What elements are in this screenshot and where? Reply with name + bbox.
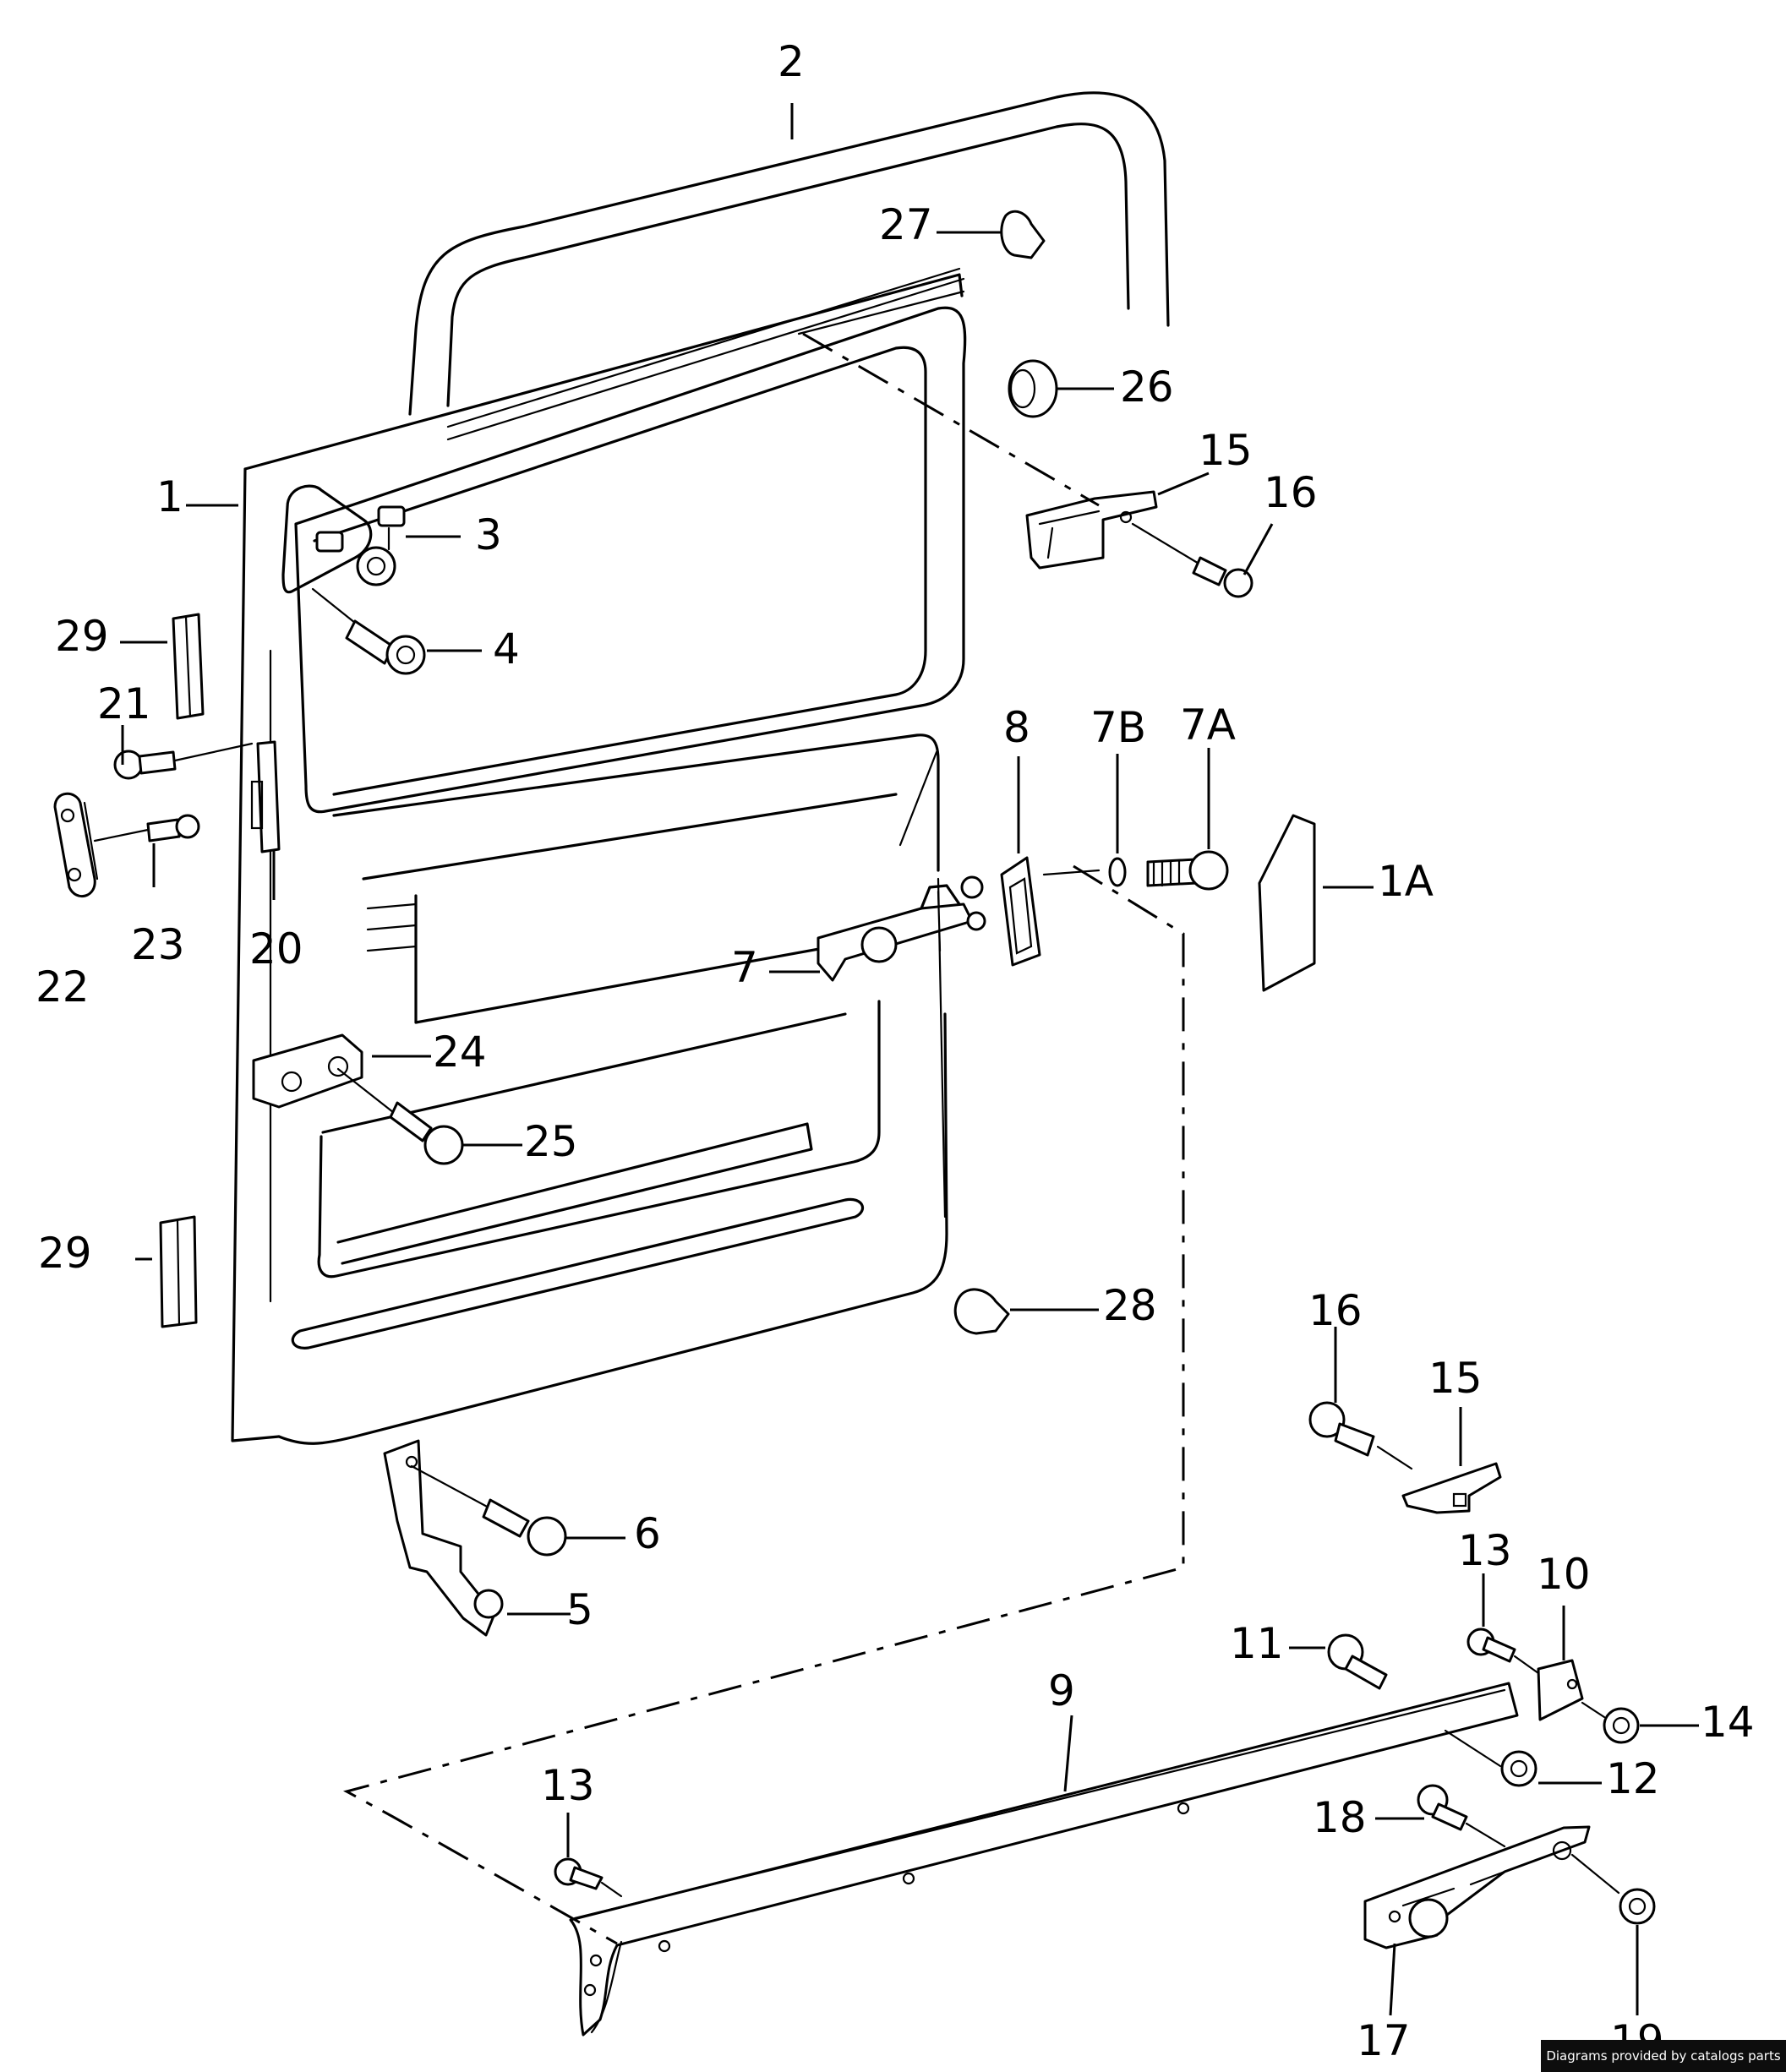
clip-part-28[interactable] (953, 1288, 1010, 1335)
screw-part-4[interactable] (311, 587, 426, 675)
trim-piece-part-29-upper[interactable] (172, 613, 205, 720)
callout-24: 24 (433, 1028, 487, 1077)
bolt-part-7A[interactable] (1146, 850, 1229, 891)
callout-12: 12 (1606, 1754, 1660, 1803)
callout-20: 20 (249, 924, 303, 973)
callout-labels: 1 1A 2 3 4 5 6 7 7A 7B 8 9 10 11 12 13 1… (36, 37, 1755, 2065)
guide-piece-part-15-lower[interactable] (1401, 1462, 1502, 1514)
catch-plate-part-24[interactable] (252, 1033, 363, 1109)
callout-13-upper: 13 (1458, 1526, 1512, 1575)
callout-29-upper: 29 (55, 612, 109, 661)
callout-28: 28 (1103, 1281, 1157, 1330)
cover-part-1A[interactable] (1258, 814, 1316, 992)
callout-1A: 1A (1378, 857, 1434, 906)
washer-part-7B[interactable] (1108, 857, 1127, 887)
nut-part-19[interactable] (1570, 1853, 1656, 1925)
callout-5: 5 (566, 1585, 593, 1634)
latch-part-7[interactable] (817, 875, 986, 982)
bolt-part-11[interactable] (1327, 1633, 1388, 1690)
screw-part-18[interactable] (1417, 1784, 1506, 1848)
callout-2: 2 (778, 37, 805, 86)
bolt-part-13-upper[interactable] (1466, 1628, 1540, 1675)
screw-part-6[interactable] (410, 1464, 567, 1557)
clip-part-27[interactable] (1000, 210, 1046, 259)
callout-25: 25 (524, 1117, 578, 1166)
bolt-part-13-lower[interactable] (554, 1857, 623, 1898)
assembly-lines (342, 332, 1185, 1945)
callout-10: 10 (1537, 1550, 1591, 1599)
callout-1: 1 (156, 472, 183, 521)
callout-3: 3 (475, 510, 502, 559)
screw-part-16-upper[interactable] (1131, 522, 1253, 598)
lower-rail-part-9[interactable] (569, 1682, 1519, 2037)
callout-23: 23 (131, 920, 185, 969)
callout-8: 8 (1003, 703, 1030, 752)
grommet-part-26[interactable] (1008, 359, 1058, 418)
upper-roller-part-3[interactable] (281, 484, 406, 594)
guide-rail-part-15-upper[interactable] (1025, 490, 1158, 570)
callout-16-upper: 16 (1264, 468, 1318, 517)
callout-7A: 7A (1180, 701, 1236, 750)
callout-13-lower: 13 (541, 1761, 595, 1810)
callout-21: 21 (97, 679, 151, 728)
diagram-credit-label: Diagrams provided by catalogs parts (1541, 2040, 1786, 2072)
door-panel-part-1[interactable] (231, 267, 967, 1445)
callout-9: 9 (1048, 1666, 1075, 1715)
bracket-part-22[interactable] (53, 792, 99, 897)
callout-26: 26 (1120, 363, 1174, 412)
nut-part-12[interactable] (1444, 1729, 1537, 1787)
callout-17: 17 (1357, 2016, 1411, 2065)
lower-roller-part-17[interactable] (1363, 1825, 1591, 1949)
lower-hinge-part-5[interactable] (383, 1439, 504, 1637)
door-seal-part-2[interactable] (408, 91, 1170, 416)
callout-29-lower: 29 (38, 1229, 92, 1278)
nut-part-14[interactable] (1581, 1701, 1640, 1744)
callout-4: 4 (493, 624, 520, 673)
callout-22: 22 (36, 962, 90, 1011)
bracket-part-10[interactable] (1537, 1659, 1584, 1721)
trim-piece-part-29-lower[interactable] (159, 1215, 198, 1328)
cover-plate-part-8[interactable] (1000, 856, 1041, 967)
callout-14: 14 (1701, 1698, 1755, 1747)
callout-7B: 7B (1090, 703, 1146, 752)
callout-27: 27 (879, 200, 933, 249)
screw-part-25[interactable] (336, 1067, 464, 1165)
callout-6: 6 (634, 1509, 661, 1558)
callout-18: 18 (1313, 1793, 1367, 1842)
callout-16-lower: 16 (1308, 1286, 1363, 1335)
callout-7: 7 (731, 943, 758, 992)
bolt-part-23[interactable] (93, 814, 200, 842)
callout-15-upper: 15 (1199, 426, 1253, 475)
leader-lines (120, 103, 1699, 2016)
screw-part-16-lower[interactable] (1308, 1401, 1413, 1470)
callout-11: 11 (1230, 1619, 1284, 1668)
striker-plate-part-20[interactable] (250, 740, 281, 853)
callout-15-lower: 15 (1428, 1354, 1483, 1403)
screw-part-21[interactable] (113, 742, 254, 780)
